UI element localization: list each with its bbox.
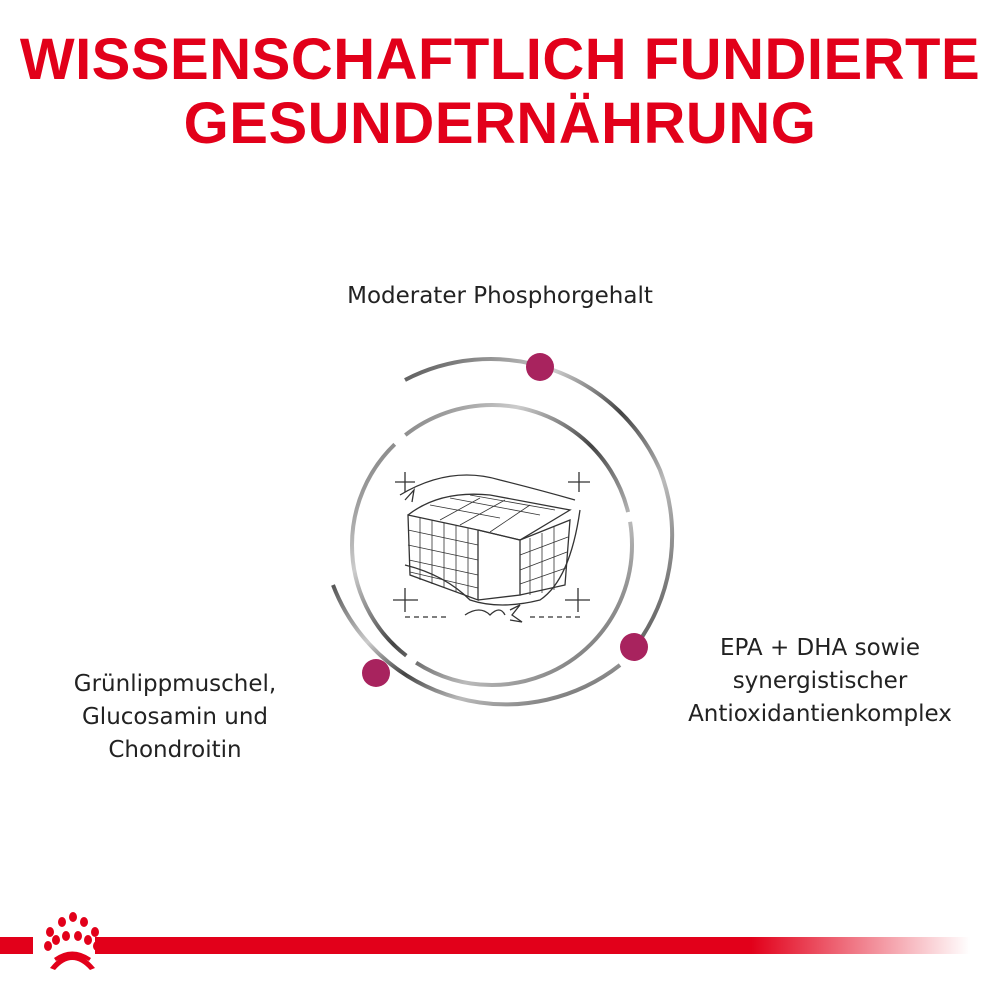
- feature-joint-line: Chondroitin: [108, 737, 242, 763]
- feature-epa-dha-line: EPA + DHA sowie: [719, 635, 920, 661]
- feature-epa-dha-line: synergistischer: [732, 668, 908, 694]
- feature-dot-right: [620, 633, 648, 661]
- feature-epa-dha: EPA + DHA sowie synergistischer Antioxid…: [660, 632, 980, 731]
- feature-joint-line: Glucosamin und: [81, 704, 269, 730]
- feature-joint-line: Grünlippmuschel,: [73, 671, 277, 697]
- feature-dot-top: [526, 353, 554, 381]
- outer-arc-bottom: [331, 584, 622, 707]
- headline-line-1: WISSENSCHAFTLICH FUNDIERTE: [19, 27, 981, 92]
- kibble-sketch-icon: [393, 472, 590, 623]
- feature-dot-left: [362, 659, 390, 687]
- feature-epa-dha-line: Antioxidantienkomplex: [688, 701, 952, 727]
- feature-joint-support: Grünlippmuschel, Glucosamin und Chondroi…: [30, 668, 320, 767]
- brand-bar-left: [0, 937, 33, 954]
- royal-canin-crown-logo: [44, 912, 101, 970]
- headline-line-2: GESUNDERNÄHRUNG: [183, 91, 817, 156]
- brand-bar-right: [95, 937, 970, 954]
- feature-phosphor: Moderater Phosphorgehalt: [347, 283, 653, 309]
- inner-ring: [350, 403, 634, 687]
- outer-arc-top-right: [404, 357, 675, 642]
